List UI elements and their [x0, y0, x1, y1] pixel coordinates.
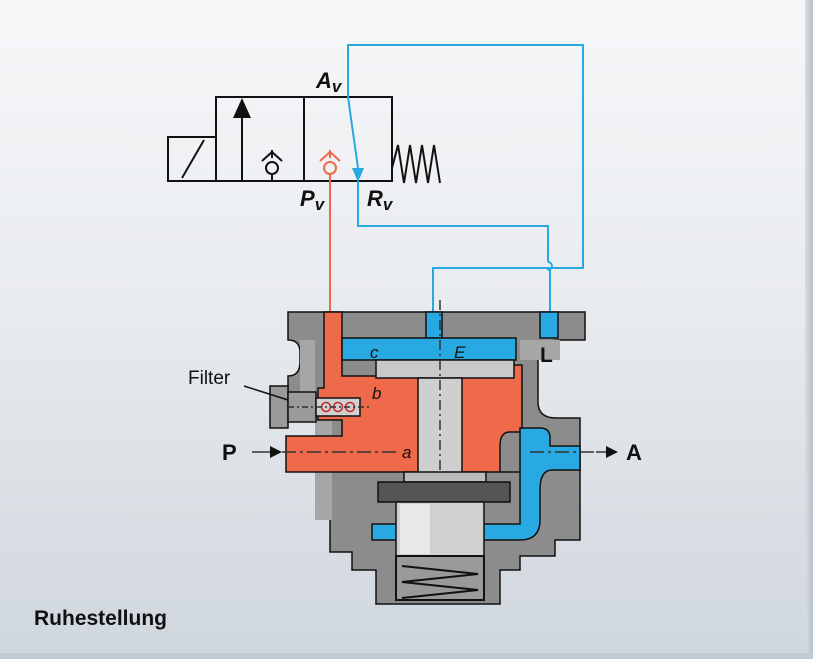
arrow-head [352, 168, 364, 182]
relief-lines [347, 44, 584, 312]
frame-border [0, 653, 813, 659]
filter-holes [288, 397, 372, 417]
body-spring [395, 555, 485, 601]
pressure-port-symbol [319, 150, 341, 312]
valve-cell-left [215, 96, 305, 182]
filter-leader [243, 385, 289, 401]
label-av: Av [315, 68, 343, 96]
arrow-head [233, 98, 251, 118]
valve-symbol [167, 96, 441, 184]
spring-symbol [391, 144, 441, 184]
label-e: E [454, 343, 466, 362]
label-pv: Pv [300, 186, 326, 214]
frame-border [805, 0, 813, 659]
label-b: b [372, 384, 381, 403]
arrow-head [270, 446, 282, 458]
label-c: c [370, 343, 379, 362]
label-a: A [626, 440, 642, 465]
piston [375, 300, 515, 560]
solenoid-slash [181, 139, 205, 179]
label-p: P [222, 440, 237, 465]
label-l: L [540, 344, 553, 367]
label-a-small: a [402, 443, 411, 462]
valve-cell-right [303, 96, 393, 182]
caption: Ruhestellung [34, 607, 168, 630]
label-rv: Rv [367, 186, 394, 214]
arrow-head [606, 446, 618, 458]
label-filter: Filter [188, 368, 231, 389]
filter-plug [269, 385, 289, 429]
